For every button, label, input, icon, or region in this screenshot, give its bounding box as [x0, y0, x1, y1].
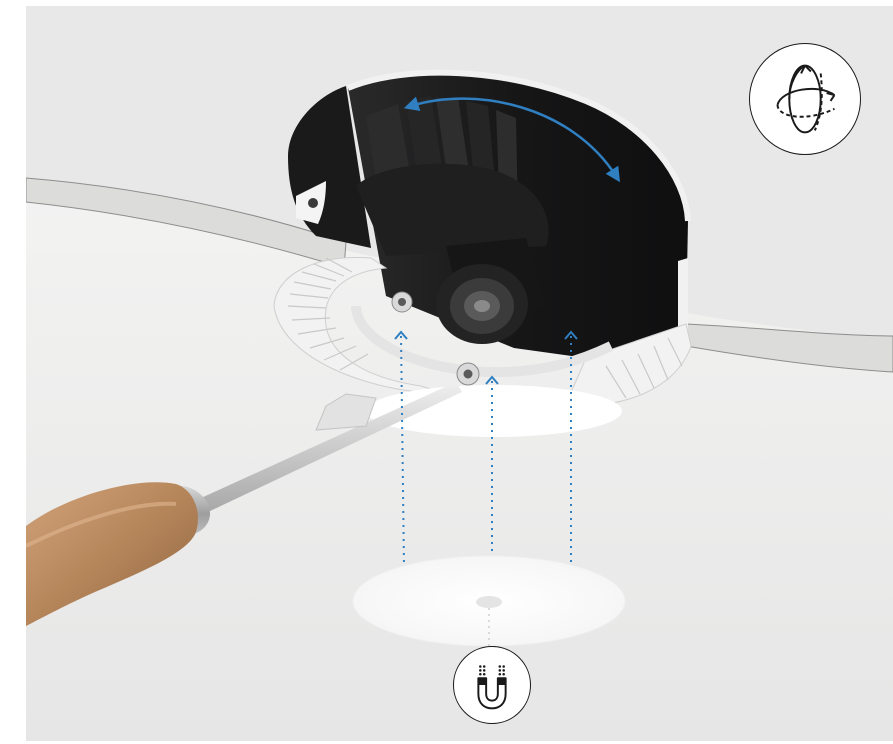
cover-disc-magnet-spot [476, 596, 502, 608]
screw-bottom [457, 363, 479, 385]
housing-tab-hole [308, 198, 318, 208]
rotate-3d-axes-icon [750, 44, 860, 154]
magnet-badge [453, 646, 531, 724]
magnet-icon [454, 647, 530, 723]
rotation-badge [749, 43, 861, 155]
illustration-frame [26, 6, 893, 741]
screw-top [392, 292, 412, 312]
